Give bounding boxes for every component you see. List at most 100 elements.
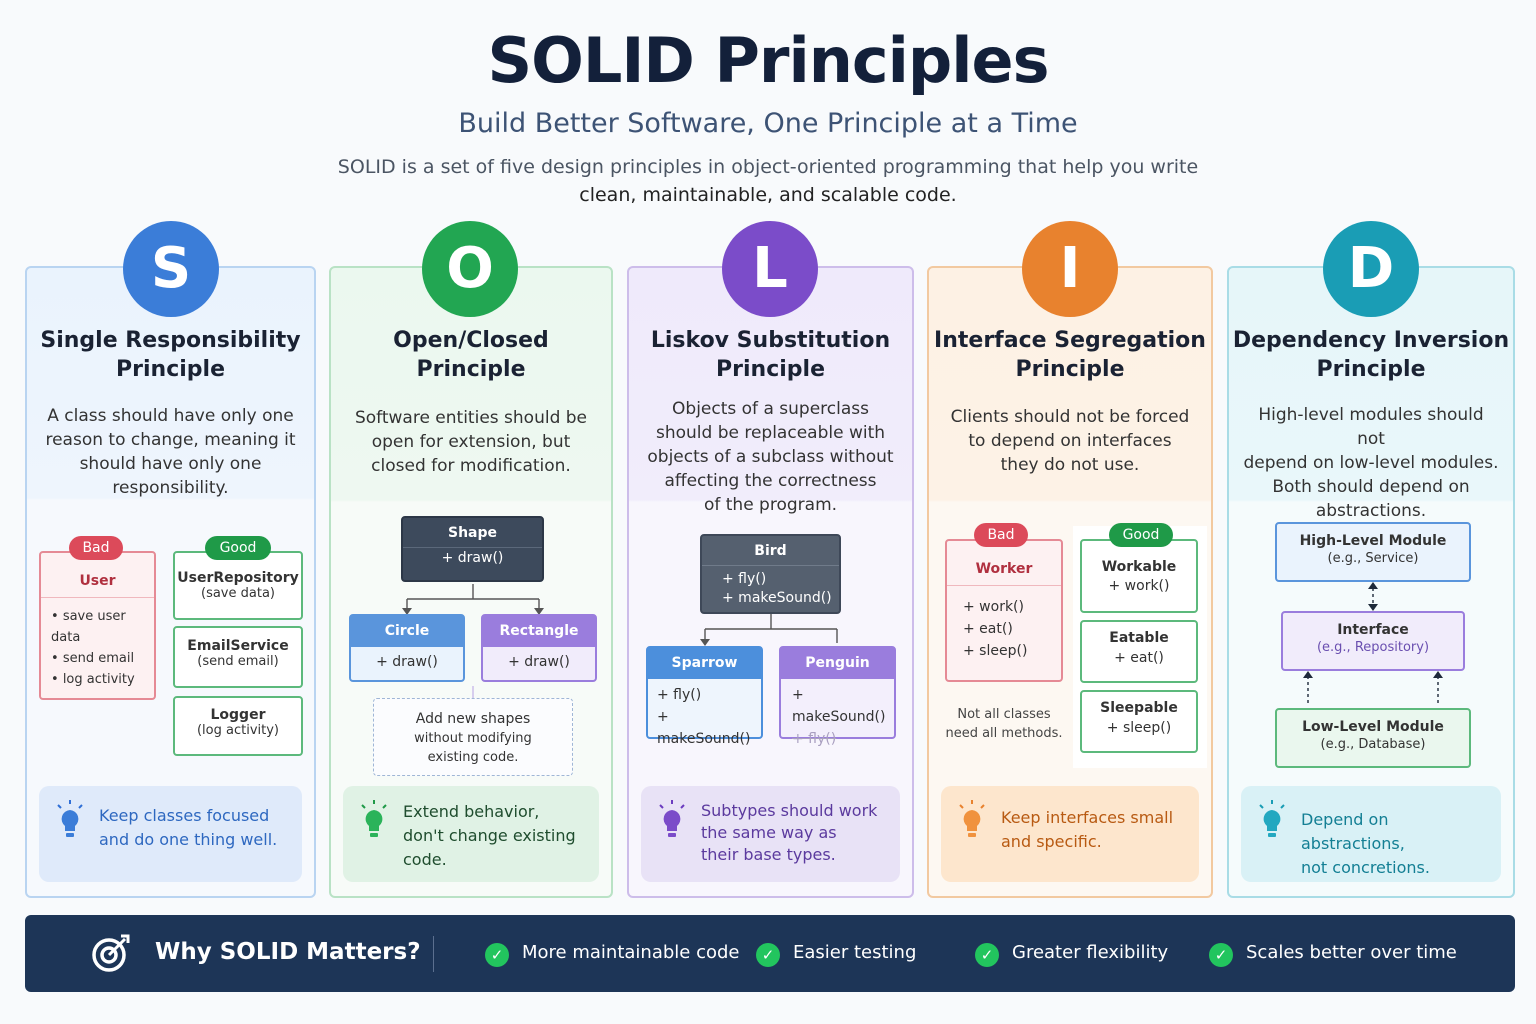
lightbulb-icon (1259, 800, 1285, 837)
interface-method: + sleep() (1106, 720, 1172, 736)
isp-desc-line: to depend on interfaces (968, 431, 1172, 451)
ocp-tip-text: Extend behavior, don't change existing c… (403, 800, 589, 872)
dip-desc-line: Both should depend on (1272, 477, 1470, 497)
dip-title: Dependency Inversion Principle (1229, 326, 1513, 384)
interface-name: Eatable (1109, 630, 1169, 646)
isp-description: Clients should not be forced to depend o… (943, 405, 1197, 477)
note-line: existing code. (427, 750, 519, 765)
srp-bad-class-name: User (79, 573, 116, 589)
lsp-tip-text: Subtypes should work the same way as the… (701, 800, 890, 866)
letter-i-circle: I (1022, 221, 1118, 317)
srp-title-line-1: Single Responsibility (40, 328, 301, 353)
module-name: High-Level Module (1299, 533, 1447, 549)
lightbulb-icon (361, 800, 387, 837)
lsp-penguin-class: Penguin + makeSound() + fly() (779, 646, 896, 747)
tip-line: not concretions. (1301, 858, 1430, 877)
class-name: Sparrow (648, 648, 761, 679)
class-name: Penguin (781, 648, 894, 679)
ocp-tip: Extend behavior, don't change existing c… (343, 786, 599, 882)
class-method: + fly() (722, 571, 767, 587)
class-name: EmailService (187, 638, 289, 654)
interface-method: + eat() (1114, 650, 1164, 666)
class-name: UserRepository (177, 570, 299, 586)
class-method: + draw() (376, 654, 438, 670)
class-method: + makeSound() (657, 709, 751, 747)
tip-line: Depend on abstractions, (1301, 810, 1405, 853)
srp-desc-line: reason to change, meaning it (45, 430, 296, 450)
srp-title: Single Responsibility Principle (27, 326, 314, 384)
class-note: (save data) (201, 586, 275, 601)
lsp-title-line-2: Principle (716, 357, 825, 382)
srp-desc-line: should have only one (79, 454, 262, 474)
note-line: Add new shapes (415, 711, 531, 727)
tip-line: and do one thing well. (99, 830, 278, 849)
dip-arrows (1303, 582, 1443, 704)
class-method: + sleep() (963, 643, 1028, 659)
srp-tip: Keep classes focused and do one thing we… (39, 786, 302, 882)
check-icon: ✓ (756, 943, 780, 967)
dip-tip-text: Depend on abstractions, not concretions. (1301, 808, 1491, 880)
dip-high-level-module: High-Level Module (e.g., Service) (1275, 522, 1471, 582)
class-method: + draw() (508, 654, 570, 670)
lsp-desc-line: should be replaceable with (655, 423, 886, 443)
dip-title-line-2: Principle (1316, 357, 1426, 382)
note-line: without modifying (414, 731, 532, 746)
lsp-sparrow-class: Sparrow + fly() + makeSound() (646, 646, 763, 747)
srp-bad-item: • log activity (51, 672, 135, 687)
ocp-rectangle-class: Rectangle + draw() (481, 614, 597, 682)
class-method: + makeSound() (722, 590, 832, 606)
dip-description: High-level modules should not depend on … (1243, 403, 1499, 523)
ocp-shape-class: Shape + draw() (401, 516, 544, 582)
lsp-desc-line: of the program. (703, 495, 838, 515)
letter-l-circle: L (722, 221, 818, 317)
dip-low-level-module: Low-Level Module (e.g., Database) (1275, 708, 1471, 768)
isp-desc-line: Clients should not be forced (950, 407, 1190, 427)
dip-card: Dependency Inversion Principle High-leve… (1227, 266, 1515, 898)
srp-bad-item: • send email (51, 651, 135, 666)
interface-method: + work() (1108, 578, 1170, 594)
lsp-description: Objects of a superclass should be replac… (643, 397, 898, 517)
note-line: need all methods. (945, 726, 1063, 741)
lsp-bird-class: Bird + fly() + makeSound() (700, 534, 841, 614)
tip-line: the same way as (701, 823, 837, 842)
ocp-desc-line: closed for modification. (371, 456, 571, 476)
benefit-item: Easier testing (793, 942, 917, 963)
class-name: Bird (702, 536, 839, 566)
benefit-item: Greater flexibility (1012, 942, 1169, 963)
module-name: Low-Level Module (1302, 719, 1444, 735)
ocp-circle-class: Circle + draw() (349, 614, 465, 682)
class-name: Worker (975, 561, 1033, 577)
check-icon: ✓ (1209, 943, 1233, 967)
dip-desc-line: High-level modules should not (1258, 405, 1484, 449)
isp-desc-line: they do not use. (1000, 455, 1140, 475)
benefit-item: More maintainable code (522, 942, 740, 963)
isp-bad-worker-class: Worker + work() + eat() + sleep() (945, 539, 1063, 682)
benefit-item: Scales better over time (1246, 942, 1457, 963)
module-note: (e.g., Database) (1320, 737, 1426, 752)
isp-title-line-1: Interface Segregation (934, 328, 1206, 353)
ocp-new-shapes-note: Add new shapes without modifying existin… (373, 698, 573, 776)
isp-good-eatable: Eatable + eat() (1080, 620, 1198, 683)
letter-d-circle: D (1323, 221, 1419, 317)
srp-bad-item: • save user data (51, 609, 126, 645)
target-icon (92, 934, 130, 972)
ocp-title-line-2: Principle (416, 357, 526, 382)
struck-method: + fly() (792, 731, 837, 747)
class-method: + draw() (441, 550, 504, 566)
interface-name: Workable (1101, 559, 1177, 575)
interface-name: Sleepable (1100, 700, 1178, 716)
intro-text: SOLID is a set of five design principles… (318, 153, 1218, 209)
ocp-title: Open/Closed Principle (331, 326, 611, 384)
letter-s-circle: S (123, 221, 219, 317)
class-method: + fly() (657, 687, 702, 703)
isp-good-badge: Good (1109, 523, 1173, 547)
ocp-card: Open/Closed Principle Software entities … (329, 266, 613, 898)
class-note: (send email) (197, 654, 279, 669)
isp-bad-note: Not all classes need all methods. (929, 705, 1079, 743)
ocp-connectors (402, 584, 544, 698)
why-solid-footer: Why SOLID Matters? ✓ More maintainable c… (25, 915, 1515, 992)
srp-desc-line: A class should have only one (47, 406, 294, 426)
srp-tip-text: Keep classes focused and do one thing we… (99, 804, 292, 852)
dip-desc-line: abstractions. (1315, 501, 1427, 521)
intro-line-1: SOLID is a set of five design principles… (337, 156, 1199, 178)
